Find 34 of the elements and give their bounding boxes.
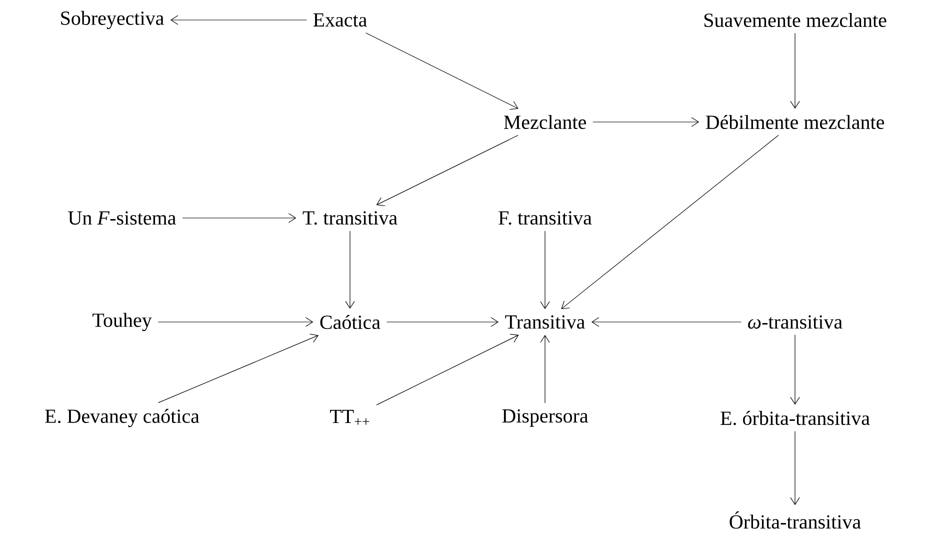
arrow xyxy=(592,117,700,127)
node-label: Dispersora xyxy=(502,409,588,427)
arrow xyxy=(386,317,499,327)
node-label: Mezclante xyxy=(504,114,586,130)
arrow xyxy=(158,334,319,403)
arrow xyxy=(790,32,800,109)
arrow xyxy=(376,134,518,206)
arrow xyxy=(158,317,314,327)
node-label: T. transitiva xyxy=(302,211,398,225)
node-label: Suavemente mezclante xyxy=(704,12,886,28)
node-label: Caótica xyxy=(320,314,380,330)
node-label: E. órbita-transitiva xyxy=(720,410,870,426)
node-label: Sobreyectiva xyxy=(61,10,164,30)
node-label: TT$_{++}$ xyxy=(330,410,370,425)
arrow xyxy=(170,15,307,25)
arrow xyxy=(591,317,742,327)
arrow xyxy=(182,213,296,223)
node-label: F. transitiva xyxy=(498,211,592,225)
arrow xyxy=(540,230,550,310)
arrow xyxy=(376,334,519,406)
arrow xyxy=(540,334,550,404)
node-label: Exacta xyxy=(313,13,367,27)
node-label: Transitiva xyxy=(505,315,585,329)
arrow xyxy=(561,134,779,310)
node-label: Débilmente mezclante xyxy=(706,114,884,130)
arrow xyxy=(790,334,800,405)
node-label: ω-transitiva xyxy=(748,315,842,329)
node-label: Un F-sistema xyxy=(68,211,176,225)
node-label: E. Devaney caótica xyxy=(45,408,200,428)
arrow xyxy=(366,32,518,110)
arrow xyxy=(790,431,800,506)
node-label: Touhey xyxy=(92,312,152,332)
node-label: Órbita-transitiva xyxy=(730,511,861,529)
arrow xyxy=(345,230,355,309)
